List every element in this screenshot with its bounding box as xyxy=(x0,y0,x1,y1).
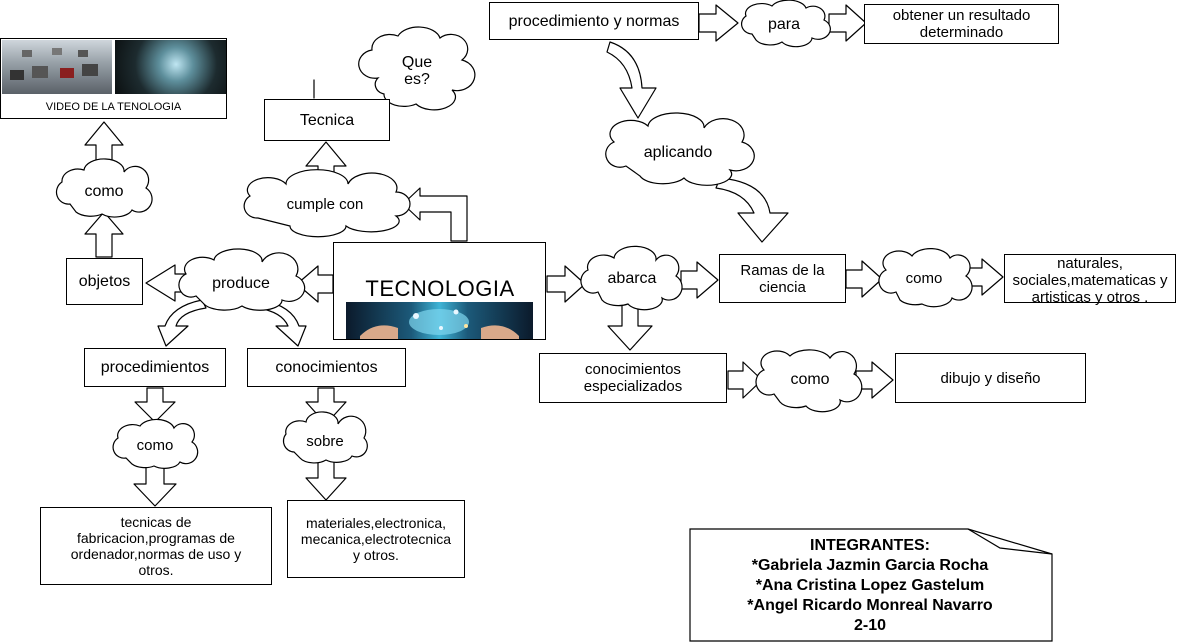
cloud-para xyxy=(740,0,831,48)
cloud-aplicando xyxy=(605,112,755,186)
cloud-abarca xyxy=(580,245,683,311)
como-objetos-label: como xyxy=(84,182,124,200)
video-thumbnail-hand[interactable] xyxy=(115,40,226,94)
tecnologia-title: TECNOLOGIA xyxy=(365,276,515,301)
conocimientos-box: conocimientos xyxy=(247,348,406,387)
cloud-sobre xyxy=(282,411,368,464)
obtener-resultado-box: obtener un resultado determinado xyxy=(864,4,1059,44)
tecnica-box: Tecnica xyxy=(264,99,390,141)
arrow-procedimientos-to-como xyxy=(134,387,176,423)
procedimiento-normas-box: procedimiento y normas xyxy=(489,2,699,40)
aplicando-label: aplicando xyxy=(643,143,713,161)
credits-note-shape xyxy=(689,528,1053,642)
arrow-aplicando-to-ramas xyxy=(715,177,789,243)
procedimientos-box: procedimientos xyxy=(84,348,226,387)
video-thumbnail-traffic[interactable] xyxy=(2,40,112,94)
como-ramas-label: como xyxy=(905,269,943,287)
dibujo-diseno-box: dibujo y diseño xyxy=(895,353,1086,403)
cloud-que-es xyxy=(358,26,476,111)
arrow-para-to-obtener xyxy=(828,4,867,42)
para-label: para xyxy=(767,15,801,33)
video-caption: VIDEO DE LA TENOLOGIA xyxy=(45,101,182,113)
abarca-label: abarca xyxy=(607,269,657,287)
objetos-box: objetos xyxy=(66,258,143,305)
arrow-abarca-to-ramas xyxy=(680,261,719,299)
arrow-produce-to-procedimientos xyxy=(157,299,207,347)
arrow-produce-to-conocimientos xyxy=(257,299,307,347)
arrow-tecnologia-to-abarca xyxy=(546,265,586,303)
cumple-con-label: cumple con xyxy=(286,195,364,213)
tecnicas-fabricacion-box: tecnicas de fabricacion,programas de ord… xyxy=(40,507,272,585)
ramas-ciencia-box: Ramas de la ciencia xyxy=(719,254,846,303)
arrow-procedimiento-to-aplicando xyxy=(606,41,657,119)
cloud-como-conocimientos xyxy=(755,349,863,413)
materiales-box: materiales,electronica, mecanica,electro… xyxy=(287,500,465,578)
cloud-produce xyxy=(178,248,306,311)
naturales-box: naturales, sociales,matematicas y artist… xyxy=(1004,254,1176,306)
arrow-tecnologia-to-produce xyxy=(296,265,334,303)
arrow-conocimientos-especializados-to-como xyxy=(727,361,763,399)
sobre-label: sobre xyxy=(306,432,344,450)
credits-note-fold xyxy=(967,528,1053,555)
arrow-ramas-to-como xyxy=(845,260,883,298)
cloud-cumple-con xyxy=(243,169,411,238)
como-procedimientos-label: como xyxy=(136,436,174,454)
video-panel[interactable]: VIDEO DE LA TENOLOGIA xyxy=(0,38,227,119)
produce-label: produce xyxy=(212,274,270,292)
cloud-como-ramas xyxy=(878,248,973,308)
arrow-procedimiento-to-para xyxy=(698,4,739,42)
cloud-como-objetos xyxy=(55,158,153,218)
arrow-conocimientos-to-sobre xyxy=(305,387,347,425)
cloud-como-procedimientos xyxy=(112,418,199,469)
arrow-como-to-dibujo xyxy=(855,361,894,399)
como-conocimientos-label: como xyxy=(790,370,830,388)
tecnologia-image xyxy=(346,302,533,339)
conocimientos-especializados-box: conocimientos especializados xyxy=(539,353,727,403)
que-es-label: Que es? xyxy=(401,54,433,88)
arrow-tecnologia-to-cumple-con xyxy=(402,187,468,242)
arrow-objetos-to-como xyxy=(84,211,124,258)
credits-text: INTEGRANTES: *Gabriela Jazmin Garcia Roc… xyxy=(747,537,993,634)
